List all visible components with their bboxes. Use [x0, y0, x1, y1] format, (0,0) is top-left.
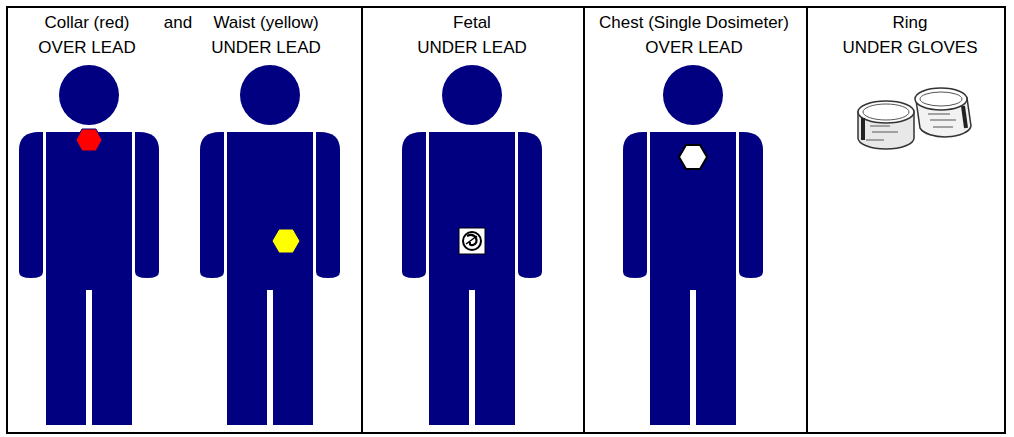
panel-label: OVER LEAD — [645, 38, 742, 58]
panel-label: and — [164, 13, 192, 33]
panel-label: OVER LEAD — [38, 38, 135, 58]
person-figure — [200, 65, 340, 425]
person-figure — [19, 65, 159, 425]
panel-label: UNDER LEAD — [211, 38, 321, 58]
placement-panel: RingUNDER GLOVES — [806, 6, 1006, 434]
waist-dosimeter — [272, 229, 300, 253]
panel-label: Waist (yellow) — [213, 13, 318, 33]
person-figure — [623, 65, 763, 425]
fetal-dosimeter — [459, 228, 485, 254]
ring-dosimeter — [915, 88, 971, 137]
panel-label: Collar (red) — [44, 13, 129, 33]
chest-dosimeter — [679, 145, 707, 169]
panel-label: UNDER LEAD — [417, 38, 527, 58]
placement-panel: Collar (red) and Waist (yellow) OVER LEAD UN… — [6, 6, 363, 434]
person-figure — [402, 65, 542, 425]
panel-label: UNDER GLOVES — [842, 38, 977, 58]
placement-panel: FetalUNDER LEAD — [361, 6, 585, 434]
placement-panel: Chest (Single Dosimeter) OVER LEAD — [583, 6, 808, 434]
panel-label: Ring — [893, 13, 928, 33]
ring-dosimeter — [858, 101, 914, 149]
panel-label: Fetal — [453, 13, 491, 33]
collar-dosimeter — [76, 129, 102, 151]
panel-label: Chest (Single Dosimeter) — [599, 13, 789, 33]
